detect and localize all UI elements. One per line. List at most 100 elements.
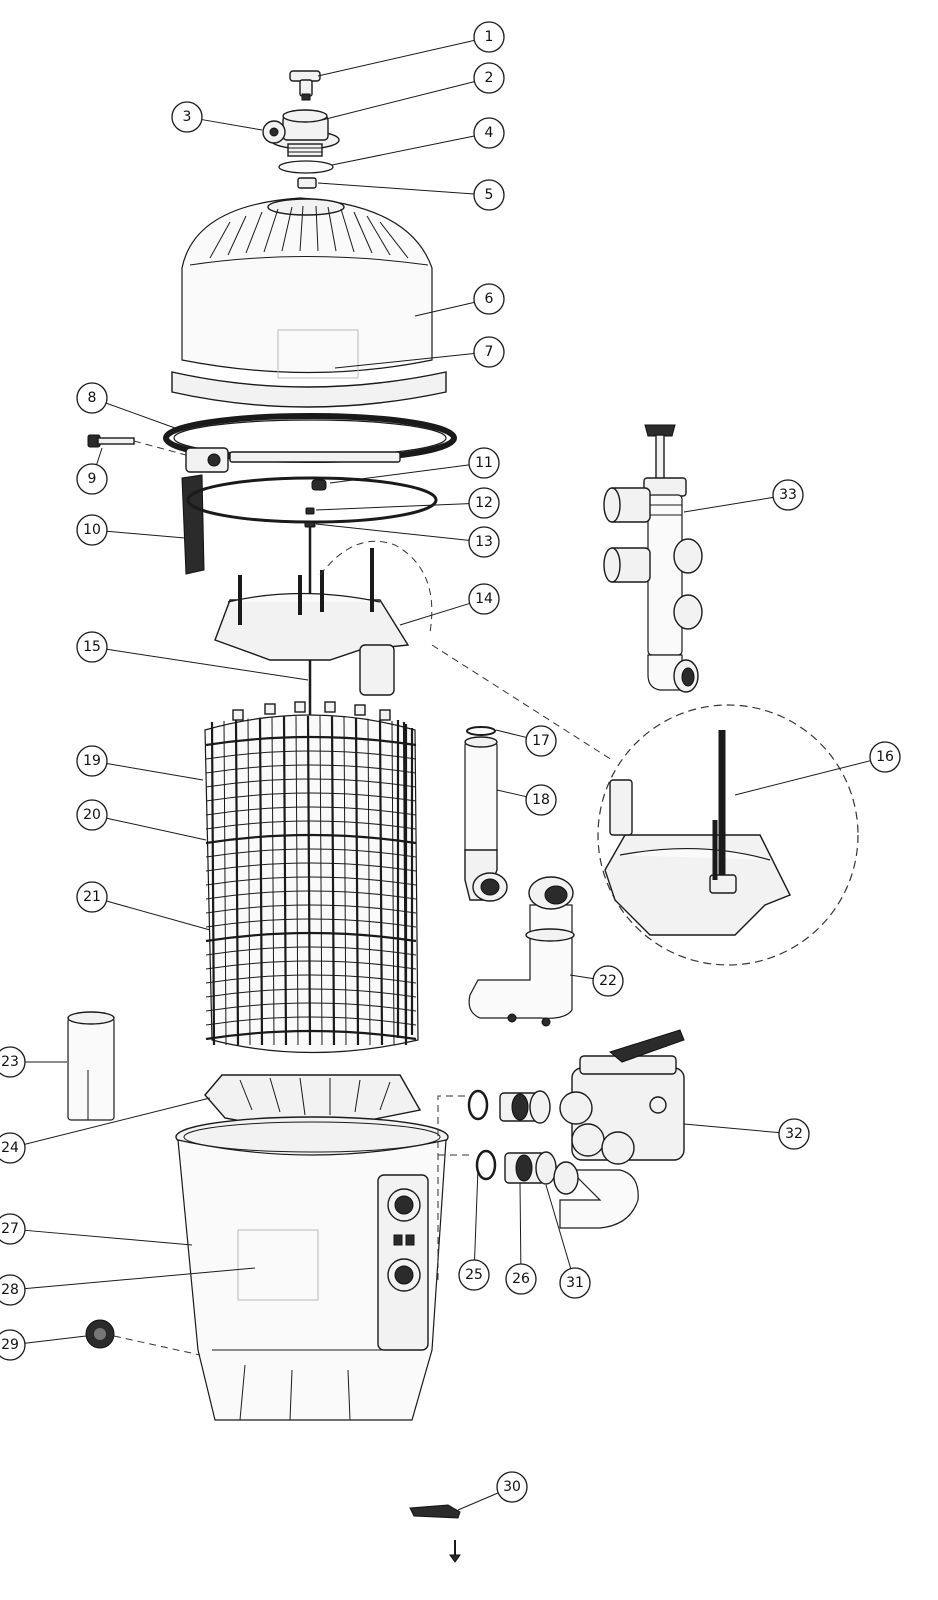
callout-number: 12 <box>475 495 493 511</box>
leader-line-14 <box>399 602 470 626</box>
leader-line-21 <box>106 900 211 931</box>
callout-number: 32 <box>785 1126 803 1142</box>
part-multiport-valve <box>553 1029 685 1229</box>
callout-25: 25 <box>458 1259 490 1291</box>
callout-19: 19 <box>76 745 108 777</box>
part-riser-pipe <box>464 726 508 902</box>
leader-line-25 <box>474 1167 479 1261</box>
leader-line-11 <box>329 464 470 484</box>
callout-number: 30 <box>503 1479 521 1495</box>
callout-15: 15 <box>76 631 108 663</box>
callout-7: 7 <box>473 336 505 368</box>
leader-line-2 <box>321 81 475 121</box>
part-filter-cartridge <box>204 701 419 1054</box>
callout-number: 6 <box>485 291 494 307</box>
callout-number: 8 <box>88 390 97 406</box>
leader-line-6 <box>414 301 475 317</box>
callout-21: 21 <box>76 881 108 913</box>
callout-circle <box>778 1118 810 1150</box>
callout-number: 15 <box>83 639 101 655</box>
callout-circle <box>869 741 901 773</box>
part-union-upper <box>467 1089 551 1124</box>
callout-number: 33 <box>779 487 797 503</box>
callout-33: 33 <box>772 479 804 511</box>
callout-number: 11 <box>475 455 493 471</box>
callout-number: 9 <box>88 471 97 487</box>
callout-circle <box>458 1259 490 1291</box>
callout-number: 20 <box>83 807 101 823</box>
leader-line-12 <box>315 503 470 511</box>
leader-line-30 <box>457 1492 499 1511</box>
callout-circle <box>76 631 108 663</box>
leader-line-4 <box>331 135 475 166</box>
callout-circle <box>468 447 500 479</box>
callout-12: 12 <box>468 487 500 519</box>
callout-circle <box>76 881 108 913</box>
callout-circle <box>76 463 108 495</box>
leader-line-3 <box>201 119 263 131</box>
part-outlet-elbow <box>468 876 575 1027</box>
callout-number: 22 <box>599 973 617 989</box>
callout-number: 29 <box>1 1337 19 1353</box>
callout-circle <box>473 62 505 94</box>
leader-line-31 <box>545 1184 572 1269</box>
callout-17: 17 <box>525 725 557 757</box>
callout-circle <box>473 21 505 53</box>
part-bracket <box>409 1504 461 1563</box>
leader-line-7 <box>334 353 475 369</box>
callout-circle <box>468 583 500 615</box>
callout-circle <box>473 179 505 211</box>
callout-number: 4 <box>485 125 494 141</box>
callout-circle <box>473 336 505 368</box>
callout-23: 23 <box>0 1046 26 1078</box>
callout-number: 28 <box>1 1282 19 1298</box>
leader-line-18 <box>496 789 527 798</box>
callout-32: 32 <box>778 1118 810 1150</box>
part-union-lower <box>475 1149 557 1185</box>
callout-number: 16 <box>876 749 894 765</box>
leader-line-24 <box>24 1097 211 1145</box>
callout-3: 3 <box>171 101 203 133</box>
callout-number: 17 <box>532 733 550 749</box>
leader-line-20 <box>106 817 207 841</box>
callout-11: 11 <box>468 447 500 479</box>
callout-circle <box>592 965 624 997</box>
part-o-ring-top <box>278 160 334 174</box>
part-manifold-detail <box>431 644 859 966</box>
callout-5: 5 <box>473 179 505 211</box>
part-manifold <box>214 540 433 696</box>
callout-circle <box>76 799 108 831</box>
callout-circle <box>468 526 500 558</box>
callout-13: 13 <box>468 526 500 558</box>
callout-number: 18 <box>532 792 550 808</box>
callout-circle <box>0 1329 26 1361</box>
callout-circle <box>473 117 505 149</box>
part-tank-o-ring <box>186 476 438 524</box>
callout-circle <box>559 1267 591 1299</box>
callout-28: 28 <box>0 1274 26 1306</box>
leader-line-10 <box>106 530 186 539</box>
part-air-relief-body <box>262 109 340 157</box>
callout-16: 16 <box>869 741 901 773</box>
part-bulkhead <box>297 177 317 189</box>
leader-line-33 <box>683 496 774 513</box>
leader-line-28 <box>24 1267 256 1290</box>
callout-number: 5 <box>485 187 494 203</box>
callout-circle <box>76 745 108 777</box>
callout-circle <box>505 1263 537 1295</box>
callout-24: 24 <box>0 1132 26 1164</box>
callout-number: 31 <box>566 1275 584 1291</box>
callout-circle <box>0 1213 26 1245</box>
leader-line-29 <box>24 1335 87 1344</box>
callout-number: 1 <box>485 29 494 45</box>
callout-circle <box>0 1046 26 1078</box>
callout-circle <box>171 101 203 133</box>
callout-22: 22 <box>592 965 624 997</box>
callout-circle <box>0 1274 26 1306</box>
callout-29: 29 <box>0 1329 26 1361</box>
callout-number: 24 <box>1 1140 19 1156</box>
part-tank-lid <box>171 197 447 408</box>
callout-number: 26 <box>512 1271 530 1287</box>
callout-labels: 1234567891011121314151617181920212223242… <box>0 21 901 1503</box>
